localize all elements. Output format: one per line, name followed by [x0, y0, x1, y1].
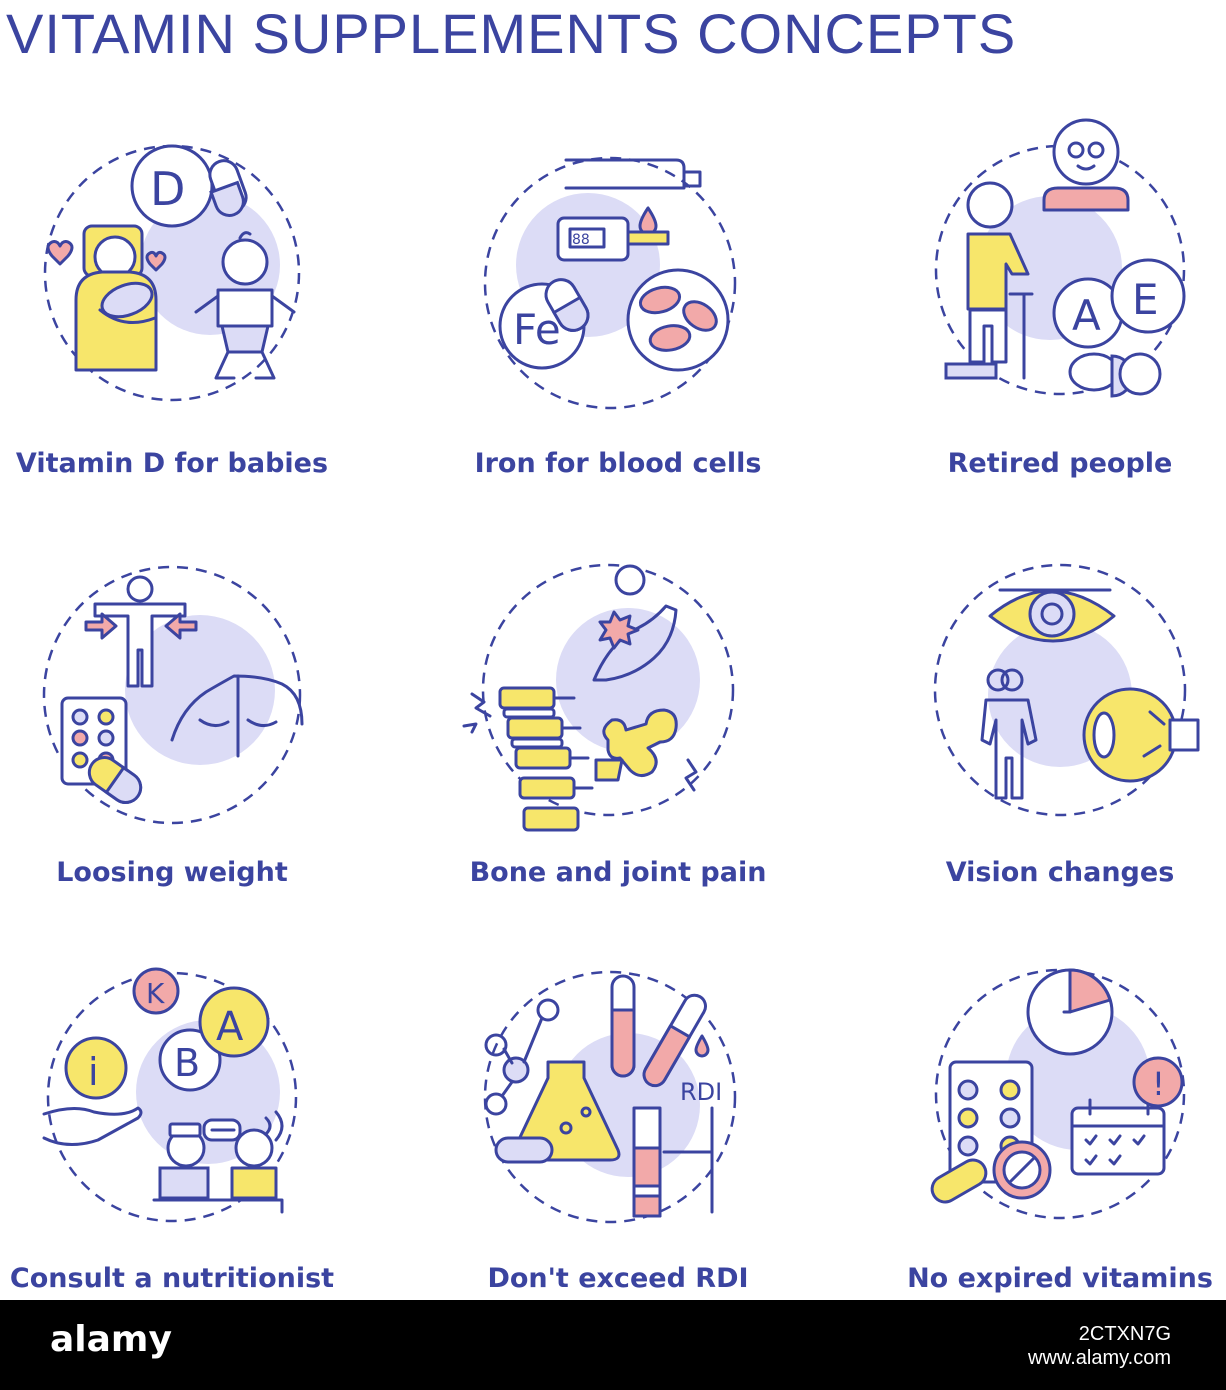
svg-text:A: A [1072, 291, 1101, 340]
icon-grid: .o { fill: none; stroke: #3b44a0; stroke… [42, 118, 1200, 1224]
concept-label-loosing-weight: Loosing weight [56, 857, 288, 888]
image-id-block: 2CTXN7G www.alamy.com [1028, 1322, 1171, 1370]
svg-text:K: K [146, 977, 165, 1010]
eye-vision-icon [933, 563, 1200, 817]
svg-text:E: E [1132, 275, 1159, 324]
mother-baby-vitamin-d-icon: D [43, 144, 301, 402]
svg-text:D: D [150, 162, 185, 216]
iron-blood-cells-icon: 88 Fe [483, 156, 737, 410]
concept-label-no-expired-vitamins: No expired vitamins [907, 1263, 1213, 1294]
brand-logo: alamy [50, 1319, 172, 1360]
concept-label-iron-blood-cells: Iron for blood cells [474, 448, 762, 479]
site-url: www.alamy.com [1028, 1347, 1171, 1369]
expired-pills-clock-icon: ! [930, 968, 1186, 1220]
svg-text:A: A [216, 1004, 244, 1050]
concept-label-vision-changes: Vision changes [945, 857, 1175, 888]
svg-text:!: ! [1152, 1065, 1165, 1103]
page-title: VITAMIN SUPPLEMENTS CONCEPTS [6, 2, 1017, 65]
elderly-person-icon: A E [934, 118, 1186, 398]
svg-text:88: 88 [572, 232, 590, 248]
lab-flask-rdi-icon: RDI [483, 970, 737, 1224]
nutritionist-consult-icon: K B A i [42, 967, 298, 1223]
concept-label-dont-exceed-rdi: Don't exceed RDI [487, 1263, 749, 1294]
concept-label-bone-joint-pain: Bone and joint pain [469, 857, 767, 888]
image-id: 2CTXN7G [1078, 1323, 1171, 1345]
svg-text:B: B [174, 1041, 200, 1085]
svg-text:RDI: RDI [680, 1078, 722, 1106]
footer-bar [0, 1300, 1226, 1390]
svg-text:i: i [88, 1050, 99, 1094]
concept-label-vitamin-d-babies: Vitamin D for babies [15, 448, 329, 479]
concept-label-retired-people: Retired people [947, 448, 1173, 479]
weight-loss-body-icon [42, 565, 304, 825]
concept-label-consult-nutritionist: Consult a nutritionist [9, 1263, 335, 1294]
spine-joint-pain-icon [462, 563, 735, 832]
